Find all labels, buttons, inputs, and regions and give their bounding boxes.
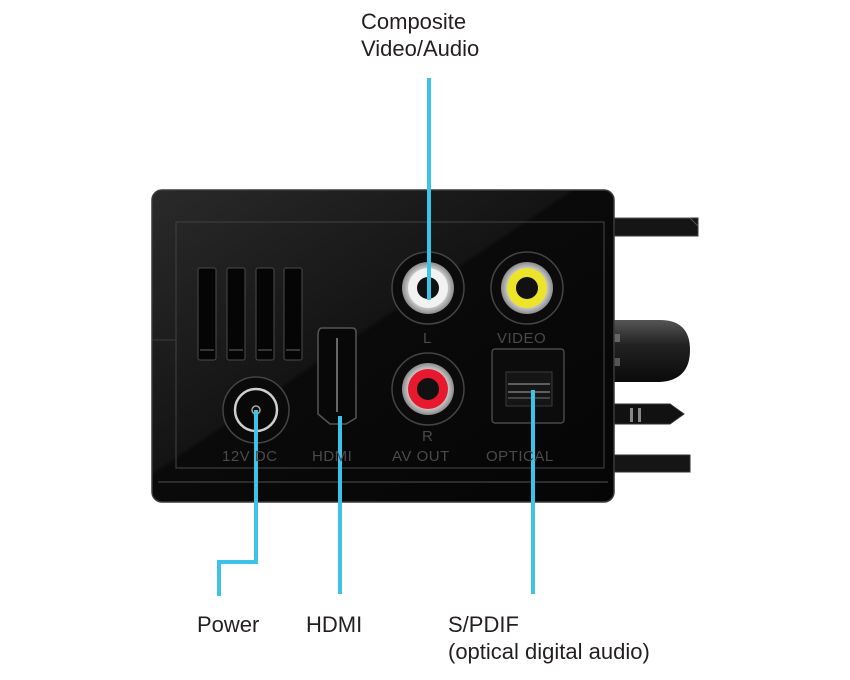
panel-label-av-out: AV OUT: [392, 448, 450, 465]
label-power: Power: [197, 612, 260, 637]
side-clips: [611, 217, 699, 473]
label-hdmi: HDMI: [306, 612, 363, 637]
rca-jack-video-yellow: [490, 251, 564, 325]
label-composite-line1: Composite: [361, 9, 467, 34]
label-composite-line2: Video/Audio: [361, 36, 480, 61]
panel-label-optical: OPTICAL: [486, 448, 554, 465]
rca-jack-right-red: [391, 352, 465, 426]
vent-slots: [197, 267, 303, 361]
callout-line-power: [217, 410, 258, 596]
callout-lines: [217, 78, 535, 596]
panel-label-left: L: [423, 330, 432, 347]
label-spdif-line1: S/PDIF: [448, 612, 519, 637]
panel-label-hdmi: HDMI: [312, 448, 353, 465]
label-composite: Composite Video/Audio: [361, 8, 479, 62]
hdmi-port: [317, 327, 357, 425]
label-spdif: S/PDIF (optical digital audio): [448, 611, 650, 665]
panel-label-video: VIDEO: [497, 330, 547, 347]
panel-label-dc: 12V DC: [222, 448, 278, 465]
panel-label-right: R: [422, 428, 434, 445]
label-spdif-line2: (optical digital audio): [448, 639, 650, 664]
optical-port: [491, 348, 565, 424]
